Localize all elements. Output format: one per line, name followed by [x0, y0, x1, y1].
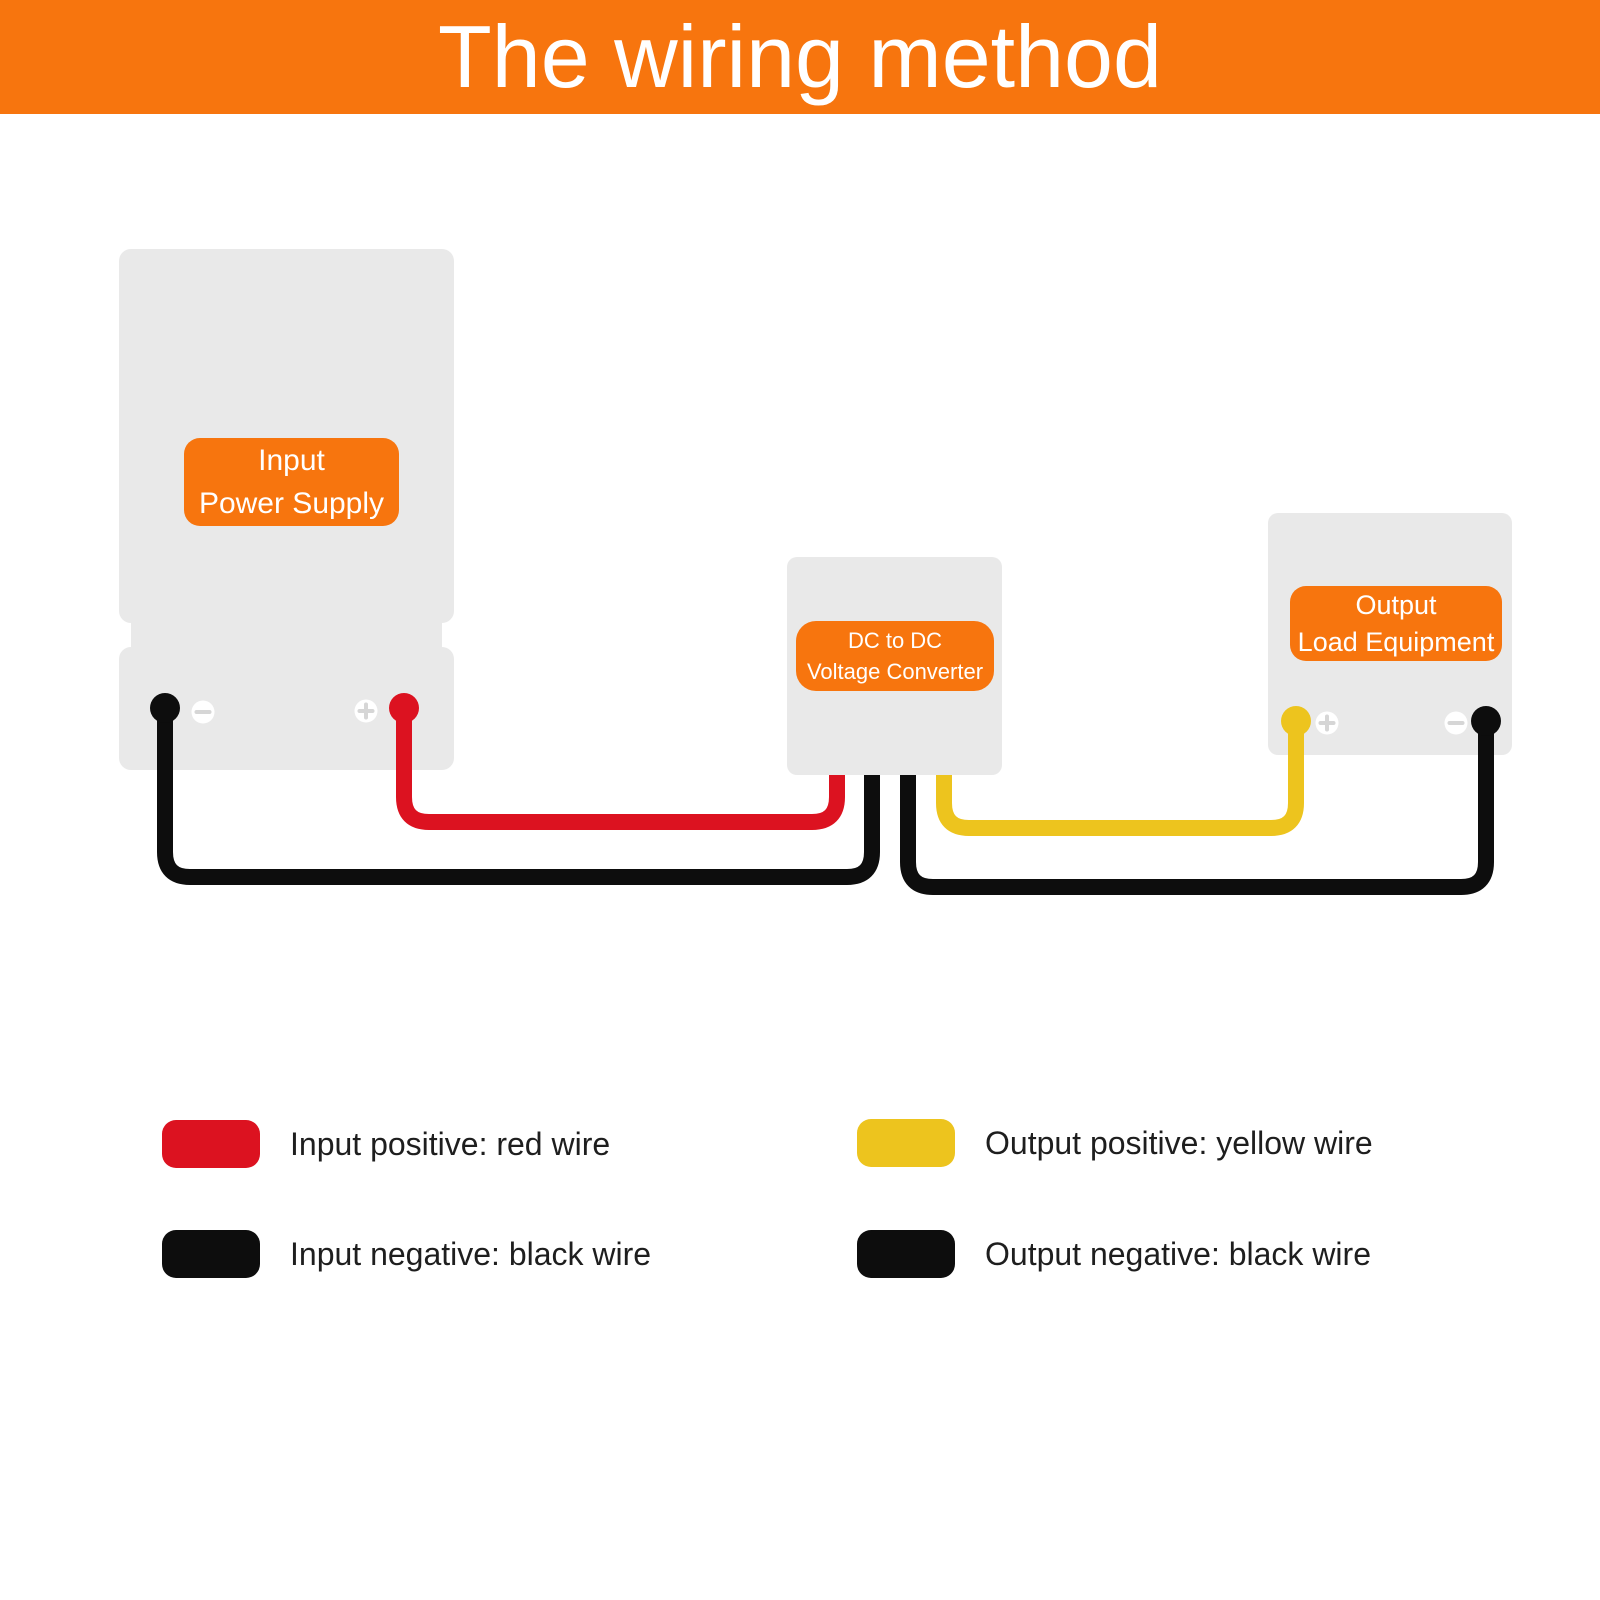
input-power-supply-label-line1: Input	[258, 444, 325, 477]
converter-label-line1: DC to DC	[847, 628, 943, 653]
legend-item-input-positive: Input positive: red wire	[162, 1120, 610, 1168]
converter-label: DC to DC Voltage Converter	[796, 621, 994, 691]
black-wire-swatch	[162, 1230, 260, 1278]
input-power-supply-label-line2: Power Supply	[198, 487, 385, 520]
legend-label: Output negative: black wire	[985, 1235, 1371, 1272]
input-positive-wire	[396, 704, 845, 830]
black-wire-swatch	[857, 1230, 955, 1278]
yellow-wire-swatch	[857, 1119, 955, 1167]
legend-item-output-negative: Output negative: black wire	[857, 1230, 1371, 1278]
legend-item-output-positive: Output positive: yellow wire	[857, 1119, 1373, 1167]
legend-label: Input positive: red wire	[290, 1125, 611, 1162]
page-title: The wiring method	[438, 7, 1162, 106]
output-load-label-line2: Load Equipment	[1297, 626, 1495, 657]
converter-label-line2: Voltage Converter	[806, 659, 984, 684]
input-power-supply-neck	[131, 621, 442, 649]
legend-item-input-negative: Input negative: black wire	[162, 1230, 651, 1278]
output-load-label: Output Load Equipment	[1290, 586, 1502, 661]
legend-label: Output positive: yellow wire	[985, 1124, 1373, 1161]
input-power-supply-body	[119, 249, 454, 623]
red-wire-swatch	[162, 1120, 260, 1168]
title-banner: The wiring method	[0, 0, 1600, 114]
output-load-label-line1: Output	[1355, 589, 1437, 620]
legend-label: Input negative: black wire	[290, 1235, 652, 1272]
input-power-supply-terminal-block	[119, 647, 454, 770]
input-power-supply-label: Input Power Supply	[184, 438, 399, 526]
